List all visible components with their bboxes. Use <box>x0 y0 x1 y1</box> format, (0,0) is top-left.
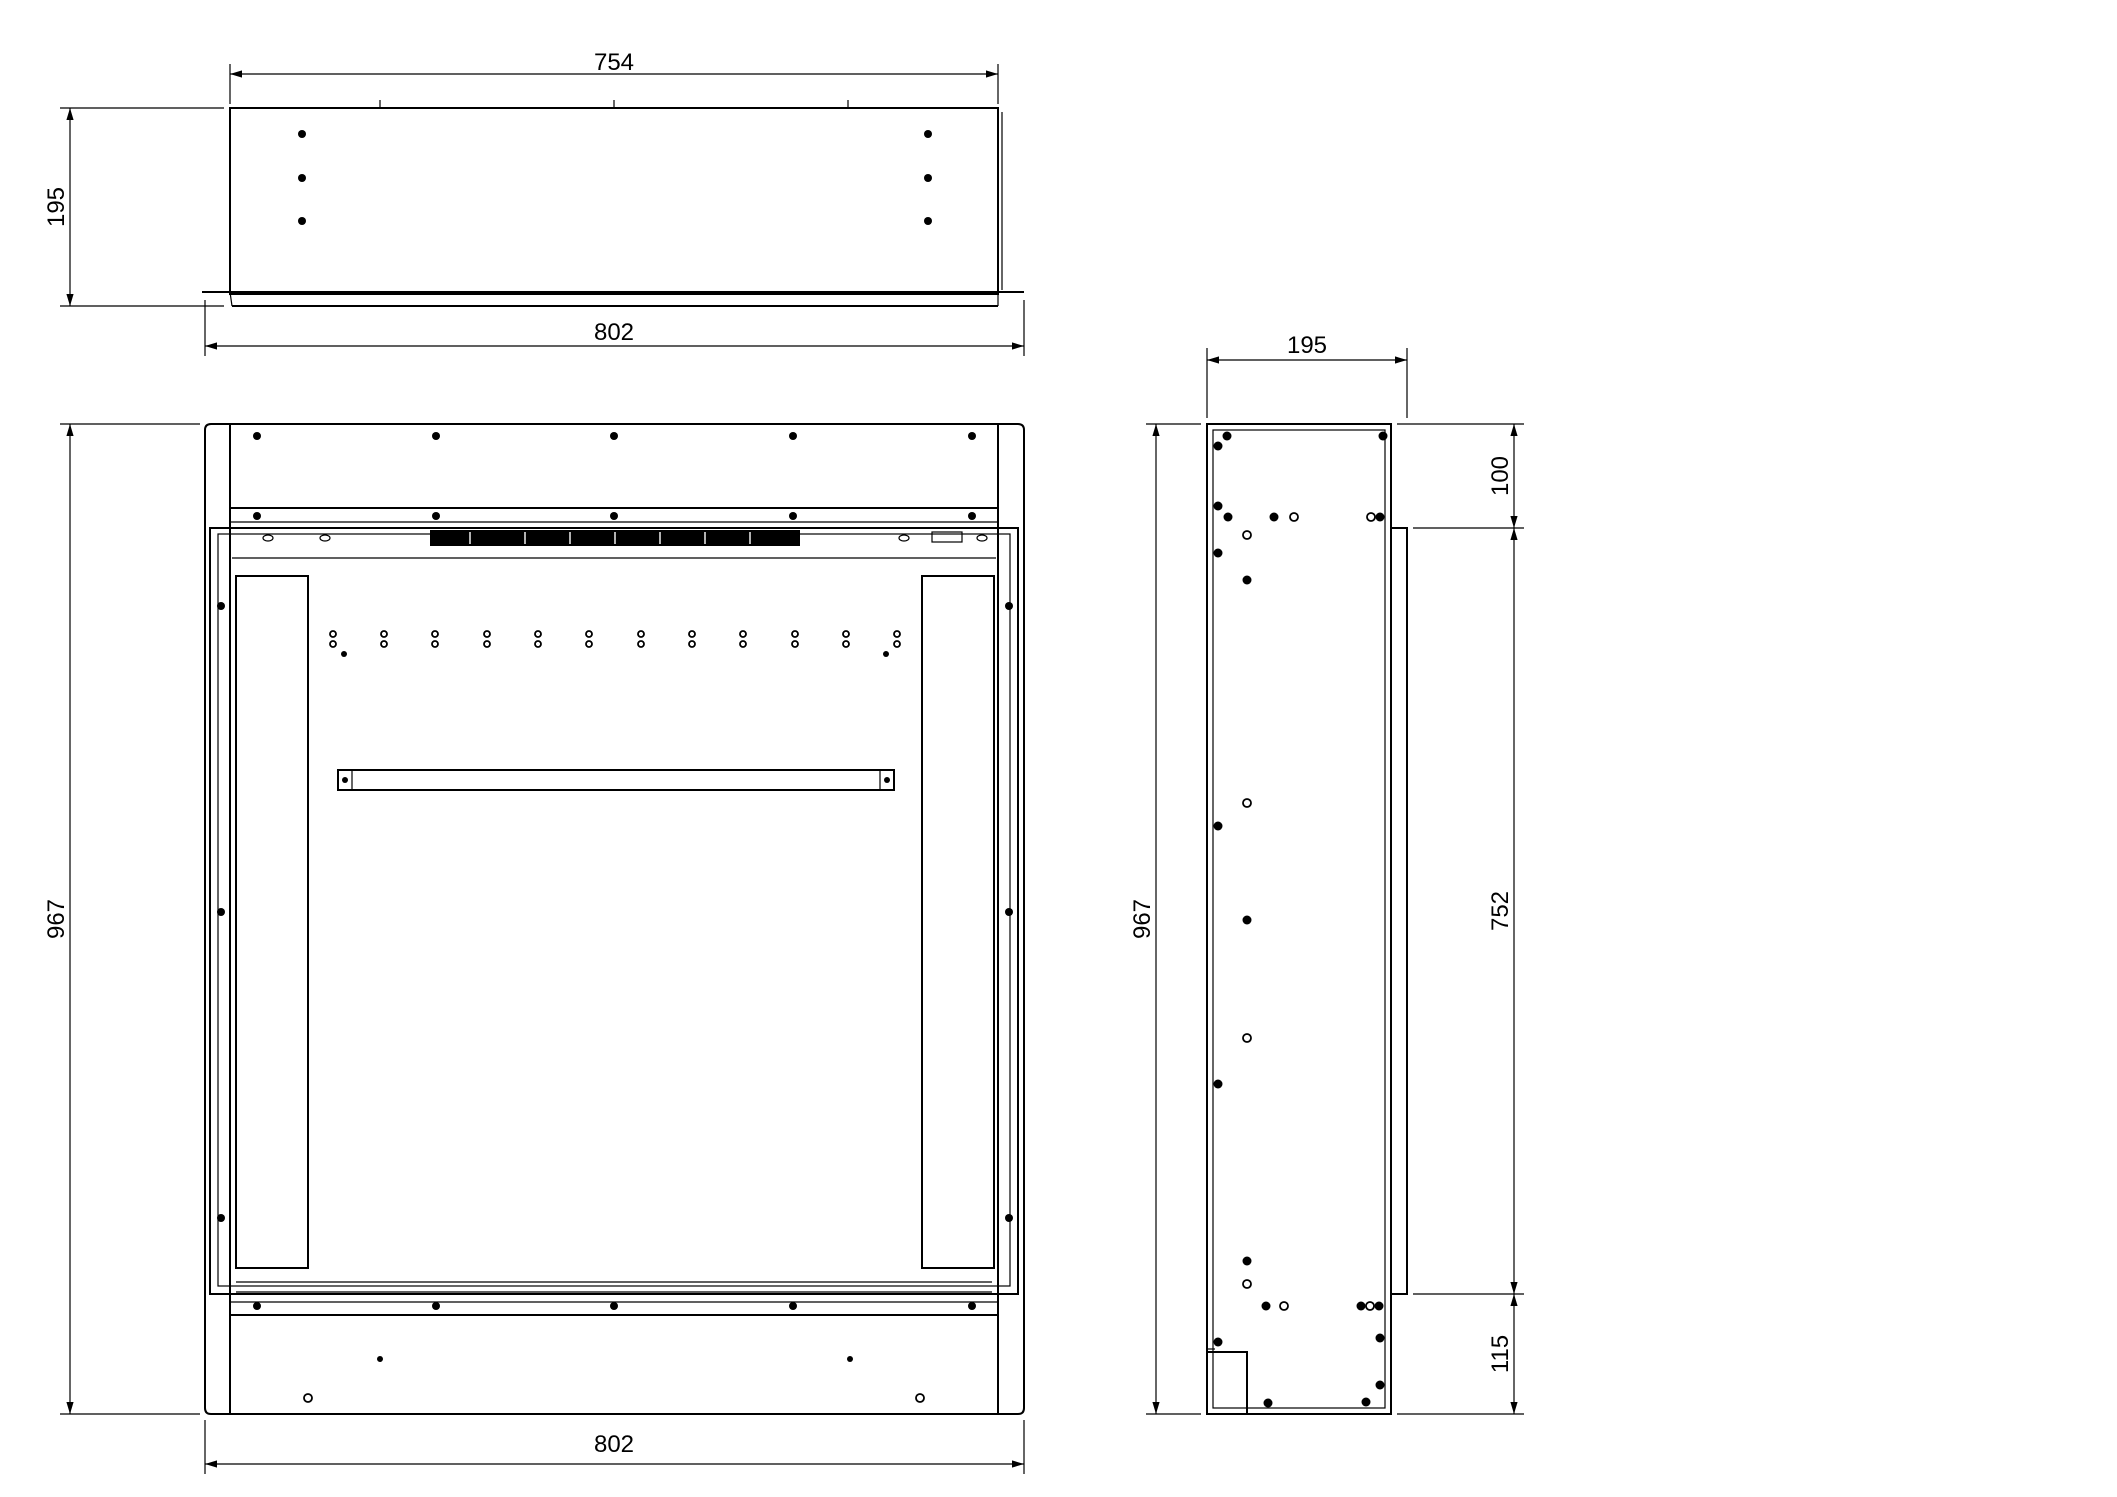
front-width-label: 802 <box>594 1431 634 1458</box>
side-view: 195 967 100 752 115 <box>1129 332 1524 1415</box>
side-height-dimension: 967 <box>1129 423 1201 1415</box>
side-depth-label: 195 <box>1287 332 1327 359</box>
front-height-dimension: 967 <box>43 423 200 1415</box>
side-top-offset-label: 100 <box>1487 456 1514 496</box>
side-depth-dimension: 195 <box>1206 332 1408 418</box>
front-height-label: 967 <box>43 899 70 939</box>
top-width-dimension: 754 <box>229 49 999 104</box>
top-view: 754 195 802 <box>43 49 1025 356</box>
top-width-label: 754 <box>594 49 634 76</box>
side-bottom-offset-label: 115 <box>1487 1335 1514 1373</box>
front-width-dimension: 802 <box>204 1420 1025 1474</box>
top-outer-width-dimension: 802 <box>204 300 1025 356</box>
side-height-label: 967 <box>1129 899 1156 939</box>
top-outer-width-label: 802 <box>594 319 634 346</box>
vent-holes <box>329 630 901 657</box>
top-height-dimension: 195 <box>43 107 224 307</box>
top-height-label: 195 <box>43 187 70 227</box>
side-opening-height-label: 752 <box>1487 891 1514 931</box>
side-right-dimensions: 100 752 115 <box>1397 423 1524 1415</box>
front-view: 967 802 <box>43 423 1025 1474</box>
